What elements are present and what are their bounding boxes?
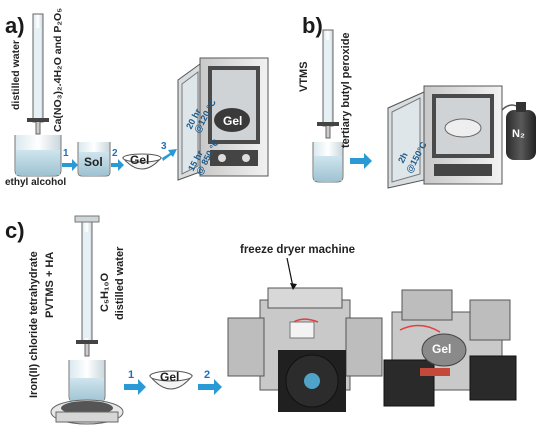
beaker-sol xyxy=(77,142,111,177)
panel-b-label: b) xyxy=(302,13,323,38)
freeze-dryer-label: freeze dryer machine xyxy=(240,244,356,256)
oven-a xyxy=(177,57,269,181)
oven-b xyxy=(387,85,523,189)
step-a-1: 1 xyxy=(63,148,69,159)
arrow-a-1 xyxy=(62,159,78,171)
reagent-peroxide: tertiary butyl peroxide xyxy=(340,32,352,148)
oven-gel-label-a: Gel xyxy=(223,114,243,128)
reagent-pvtms-ha: PVTMS + HA xyxy=(44,251,56,318)
burette-a xyxy=(27,13,49,135)
solvent-label: ethyl alcohol xyxy=(5,177,67,188)
hotplate-beaker xyxy=(50,360,124,425)
step-a-2: 2 xyxy=(112,148,118,159)
panel-a-label: a) xyxy=(5,13,25,38)
n2-label: N₂ xyxy=(512,128,525,140)
burette-c xyxy=(74,215,100,357)
arrow-b xyxy=(350,153,372,169)
arrow-a-2 xyxy=(111,159,124,171)
pointer-arrow xyxy=(286,257,297,290)
gel-label-c: Gel xyxy=(160,370,180,384)
bowl-gel-a xyxy=(121,153,163,170)
reagent-salts-a: Ca(NO₃)₂.4H₂O and P₂O₅ xyxy=(52,7,64,132)
step-c-1: 1 xyxy=(128,369,135,381)
bowl-gel-c xyxy=(148,370,194,390)
dryer-gel-label: Gel xyxy=(432,342,452,356)
sol-label: Sol xyxy=(84,155,103,169)
reagent-vtms: VTMS xyxy=(298,61,310,92)
reagent-water-c: distilled water xyxy=(114,246,126,320)
step-a-3: 3 xyxy=(161,141,167,152)
reagent-water-a: distilled water xyxy=(10,39,22,110)
panel-c-label: c) xyxy=(5,218,25,243)
n2-cylinder xyxy=(506,102,536,160)
arrow-c-2 xyxy=(198,379,222,395)
burette-b xyxy=(317,29,339,139)
arrow-c-1 xyxy=(124,379,146,395)
beaker-b xyxy=(312,142,344,183)
reagent-iron-chloride: Iron(II) chloride tetrahydrate xyxy=(28,251,40,398)
freeze-dryer-1 xyxy=(227,287,383,412)
reagent-c5h10o: C₅H₁₀O xyxy=(99,273,111,312)
gel-label-a: Gel xyxy=(130,153,150,167)
arrow-a-3 xyxy=(162,149,177,161)
beaker-ethanol xyxy=(14,135,62,177)
step-c-2: 2 xyxy=(204,369,211,381)
freeze-dryer-2 xyxy=(383,289,517,407)
